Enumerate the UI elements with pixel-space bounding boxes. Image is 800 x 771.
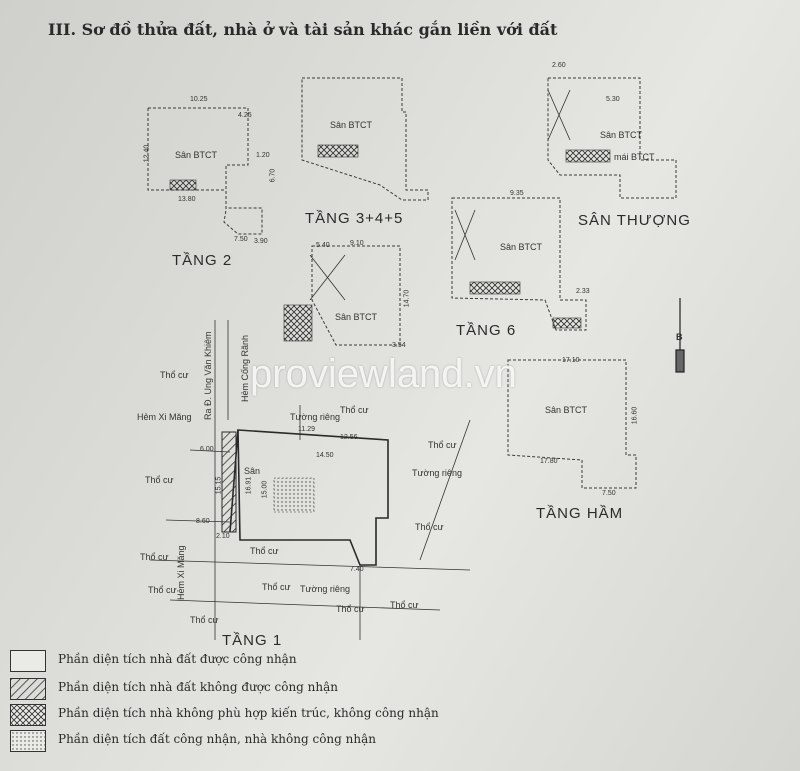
dim-7: 9.10: [350, 240, 364, 247]
dim-5: 3.90: [254, 238, 268, 245]
wall-label-1: Tường riêng: [290, 412, 340, 422]
dim-15: 12.56: [340, 434, 358, 441]
dim-3: 12.40: [143, 144, 151, 163]
neighbor-label-3: Thổ cư: [428, 440, 457, 450]
legend-text: Phần diện tích nhà không phù hợp kiến tr…: [58, 706, 439, 720]
legend-text: Phần diện tích đất công nhận, nhà không …: [58, 732, 376, 746]
dim-6: 7.50: [234, 236, 248, 243]
watermark: proviewland.vn: [250, 352, 517, 396]
cross-area-2: [317, 144, 359, 158]
dim-1: 10.25: [190, 96, 208, 103]
road-label-1: Ra Đ. Ung Văn Khiêm: [203, 331, 213, 420]
cross-area-5: [283, 304, 313, 342]
neighbor-label-10: Thổ cư: [390, 600, 419, 610]
dim-14: 11.29: [298, 426, 315, 433]
rooftop-label: SÂN THƯỢNG: [578, 212, 691, 229]
dim-25: 1.20: [256, 152, 270, 159]
dim-21: 9.35: [510, 190, 524, 197]
hatched-area: [221, 431, 237, 533]
dim-18: 16.91: [245, 476, 253, 495]
dim-2: 4.25: [238, 112, 252, 119]
dim-4: 13.80: [178, 196, 196, 203]
dim-22: 2.33: [576, 288, 590, 295]
alley-label-1: Hẻm Xi Măng: [137, 412, 192, 422]
room-label-6: Sân BTCT: [335, 312, 378, 322]
x-mark-3: [547, 89, 571, 141]
neighbor-label-11: Thổ cư: [336, 604, 365, 614]
room-label-3: Sân BTCT: [600, 130, 643, 140]
legend-swatch-blank: [10, 650, 46, 672]
neighbor-label-7: Thổ cư: [140, 552, 169, 562]
dim-13: 7.50: [602, 490, 616, 497]
floor-2-outline: [147, 107, 263, 235]
road-label-2: Hẻm Cống Rãnh: [240, 334, 250, 402]
dim-16: 14.50: [316, 452, 334, 459]
dim-20: 6.00: [200, 446, 214, 453]
floor-1-label: TẦNG 1: [222, 632, 283, 649]
neighbor-label-4: Thổ cư: [145, 475, 174, 485]
room-label-2: Sân BTCT: [330, 120, 373, 130]
dim-19: 8.60: [196, 518, 210, 525]
x-mark-1: [309, 254, 346, 301]
dim-29: 2.10: [216, 533, 230, 540]
neighbor-label-2: Thổ cư: [340, 405, 369, 415]
north-arrow: [675, 298, 685, 373]
room-label-5: Sân BTCT: [500, 242, 543, 252]
dim-28: 15.00: [261, 480, 269, 499]
cross-area-6: [552, 317, 582, 329]
neighbor-label-9: Thổ cư: [148, 585, 177, 595]
neighbor-label-12: Thổ cư: [190, 615, 219, 625]
room-label-1: Sân BTCT: [175, 150, 218, 160]
neighbor-label-8: Thổ cư: [262, 582, 291, 592]
dim-23: 5.30: [606, 96, 620, 103]
basement-outline: [507, 359, 637, 489]
x-mark-2: [454, 209, 476, 261]
dim-27: 16.60: [631, 406, 639, 425]
legend-text: Phần diện tích nhà đất được công nhận: [58, 652, 297, 666]
basement-label: TẦNG HẦM: [536, 505, 624, 522]
floor-1-lot: [237, 429, 389, 566]
legend-swatch-hatch: [10, 678, 46, 700]
north-label: B: [676, 332, 683, 342]
neighbor-label-5: Thổ cư: [415, 522, 444, 532]
cross-area-4: [469, 281, 521, 295]
page-title: III. Sơ đồ thửa đất, nhà ở và tài sản kh…: [48, 20, 558, 39]
legend-text: Phần diện tích nhà đất không được công n…: [58, 680, 339, 694]
alley-label-2: Hẻm Xi Măng: [176, 545, 186, 600]
floor-2-label: TẦNG 2: [172, 252, 233, 269]
upper-block-outline: [311, 245, 401, 346]
dim-9: 14.70: [403, 289, 411, 308]
dim-26: 6.70: [269, 168, 277, 183]
wall-label-3: Tường riêng: [300, 584, 350, 594]
room-label-8: Sân: [244, 466, 261, 476]
dim-17: 15.15: [215, 476, 223, 495]
dim-30: 7.40: [350, 566, 364, 573]
rooftop-outline: [547, 77, 677, 199]
room-label-7: Sân BTCT: [545, 405, 588, 415]
floor-345-outline: [301, 77, 429, 201]
dim-24: 2.60: [552, 62, 566, 69]
wall-label-2: Tường riêng: [412, 468, 462, 478]
dim-10: 3.54: [392, 342, 406, 349]
legend-swatch-cross: [10, 704, 46, 726]
floor-345-label: TẦNG 3+4+5: [305, 210, 404, 227]
room-label-4: mái BTCT: [614, 152, 655, 162]
dim-12: 17.80: [540, 458, 558, 465]
dotted-area: [273, 477, 315, 513]
neighbor-label-6: Thổ cư: [250, 546, 279, 556]
floor-6-label: TẦNG 6: [456, 322, 517, 339]
cross-area-3: [565, 149, 611, 163]
legend-swatch-dots: [10, 730, 46, 752]
cross-area-1: [169, 179, 197, 191]
neighbor-label-1: Thổ cư: [160, 370, 189, 380]
dim-11: 17.10: [562, 357, 580, 364]
dim-8: 5.40: [316, 242, 330, 249]
floor-6-outline: [451, 197, 587, 331]
